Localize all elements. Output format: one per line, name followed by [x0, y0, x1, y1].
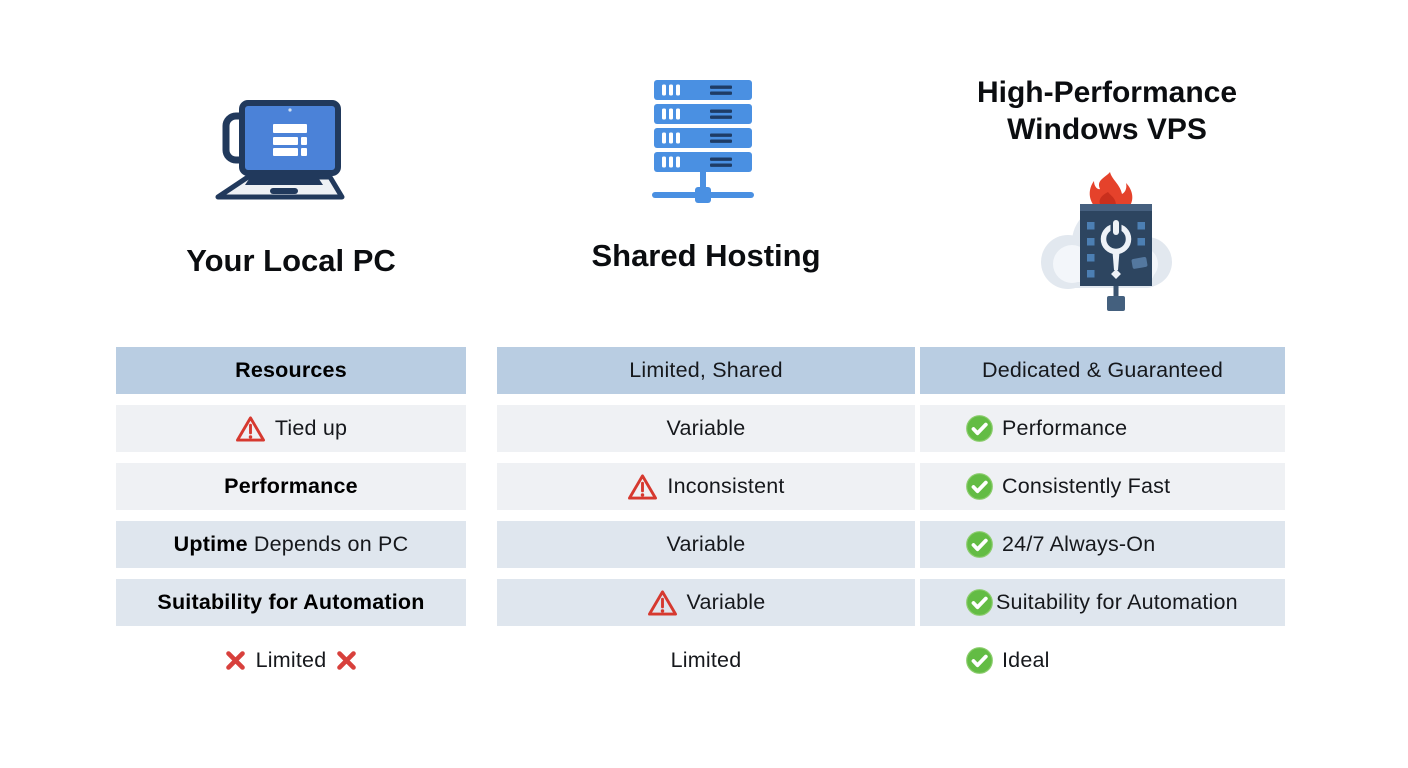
laptop-icon — [212, 100, 348, 211]
column-title-shared-hosting: Shared Hosting — [591, 238, 821, 273]
cell-text: 24/7 Always-On — [1002, 532, 1156, 556]
cell-text: Tied up — [274, 416, 348, 440]
check-icon — [966, 473, 993, 500]
cell-windows-vps-row-5: Suitability for Automation — [920, 579, 1285, 626]
cell-shared-hosting-row-1: Limited, Shared — [497, 347, 915, 394]
cell-local-pc-row-2: Tied up — [116, 405, 466, 452]
cell-text: Limited — [255, 648, 327, 672]
cell-text: Variable — [666, 532, 746, 556]
cell-windows-vps-row-3: Consistently Fast — [920, 463, 1285, 510]
cell-text: Performance — [1002, 416, 1128, 440]
cell-text: Consistently Fast — [1002, 474, 1171, 498]
cell-local-pc-row-5: Suitability for Automation — [116, 579, 466, 626]
column-title-windows-vps: High-Performance Windows VPS — [976, 76, 1238, 146]
cell-local-pc-row-1: Resources — [116, 347, 466, 394]
cell-windows-vps-row-6: Ideal — [920, 637, 1285, 684]
check-icon — [966, 415, 993, 442]
cell-shared-hosting-row-5: Variable — [497, 579, 915, 626]
check-icon — [966, 589, 993, 616]
cell-text: Limited, Shared — [629, 358, 783, 382]
warning-icon — [235, 415, 266, 443]
cell-text: Ideal — [1002, 648, 1050, 672]
cell-windows-vps-row-1: Dedicated & Guaranteed — [920, 347, 1285, 394]
cell-local-pc-row-4: Uptime Depends on PC — [116, 521, 466, 568]
cell-windows-vps-row-2: Performance — [920, 405, 1285, 452]
cell-local-pc-row-3: Performance — [116, 463, 466, 510]
cell-text: Limited — [670, 648, 742, 672]
cell-shared-hosting-row-2: Variable — [497, 405, 915, 452]
cell-windows-vps-row-4: 24/7 Always-On — [920, 521, 1285, 568]
cross-icon — [224, 649, 247, 672]
column-title-local-pc: Your Local PC — [186, 243, 396, 278]
check-icon — [966, 647, 993, 674]
cell-text: Performance — [224, 474, 358, 498]
cell-text: Variable — [666, 416, 746, 440]
warning-icon — [627, 473, 658, 501]
cell-text: Dedicated & Guaranteed — [981, 358, 1224, 382]
cell-text: Uptime Depends on PC — [173, 532, 409, 556]
cloud-fire-vps-icon — [1028, 170, 1180, 317]
cell-shared-hosting-row-4: Variable — [497, 521, 915, 568]
cell-shared-hosting-row-3: Inconsistent — [497, 463, 915, 510]
cell-text: Suitability for Automation — [996, 590, 1238, 614]
cell-local-pc-row-6: Limited — [116, 637, 466, 684]
cross-icon — [335, 649, 358, 672]
cell-text: Variable — [686, 590, 766, 614]
cell-text: Suitability for Automation — [157, 590, 425, 614]
cell-text: Resources — [235, 358, 347, 382]
cell-text: Inconsistent — [667, 474, 785, 498]
check-icon — [966, 531, 993, 558]
cell-shared-hosting-row-6: Limited — [497, 637, 915, 684]
warning-icon — [647, 589, 678, 617]
server-stack-icon — [652, 80, 754, 217]
